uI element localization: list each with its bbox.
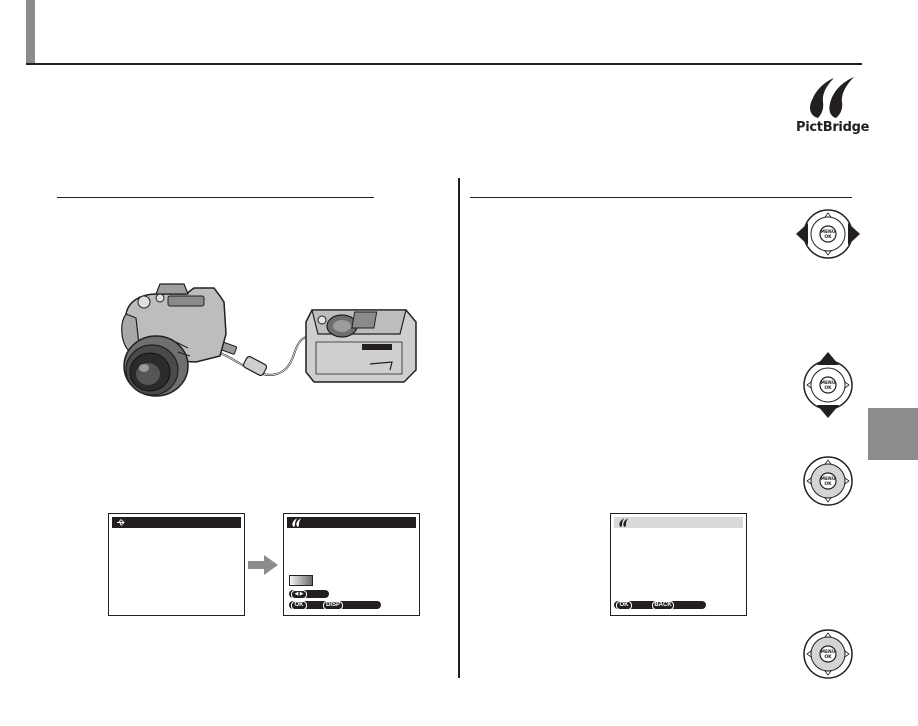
lcd-ok-key: OK: [616, 601, 632, 610]
lcd-titlebar: [614, 517, 743, 528]
pictbridge-wordmark: PictBridge: [796, 120, 870, 135]
pictbridge-logo-icon: [619, 518, 628, 527]
svg-text:MENU: MENU: [821, 380, 836, 386]
svg-text:OK: OK: [824, 385, 832, 391]
lcd-ok-key: OK: [291, 601, 307, 610]
lcd-gradient-swatch: [289, 575, 313, 586]
chapter-tab: [868, 408, 918, 460]
lcd-titlebar: [112, 517, 241, 528]
lcd-usb-screen: [108, 513, 245, 616]
pictbridge-logo-icon: [292, 518, 301, 527]
selector-menu-ok-icon: MENU OK: [803, 456, 853, 506]
header-accent-bar: [26, 0, 35, 64]
right-section-rule: [470, 197, 852, 198]
header-rule: [26, 63, 862, 65]
camera-printer-connection-illustration: [121, 283, 417, 397]
lcd-left-right-key: ◀ ▶: [291, 590, 307, 599]
pictbridge-logo: PictBridge: [796, 72, 870, 140]
column-divider: [458, 178, 460, 678]
lcd-disp-key: DISP: [323, 601, 343, 610]
arrow-right-icon: [248, 555, 278, 575]
svg-text:OK: OK: [824, 481, 832, 487]
lcd-back-key: BACK: [652, 601, 674, 610]
svg-text:MENU: MENU: [821, 229, 836, 235]
pictbridge-logo-icon: [810, 77, 854, 118]
selector-up-down-icon: MENU OK: [803, 352, 853, 418]
lcd-pictbridge-settings-screen: OK BACK: [610, 513, 747, 616]
selector-menu-ok-icon: MENU OK: [803, 629, 853, 679]
svg-text:OK: OK: [824, 654, 832, 660]
svg-text:MENU: MENU: [821, 649, 836, 655]
lcd-titlebar: [287, 517, 416, 528]
selector-left-right-icon: MENU OK: [796, 209, 860, 259]
svg-text:OK: OK: [824, 234, 832, 240]
lcd-hint-bar: [289, 590, 329, 598]
left-section-rule: [57, 197, 374, 198]
lcd-pictbridge-screen: ◀ ▶ OK DISP: [283, 513, 420, 616]
svg-text:MENU: MENU: [821, 476, 836, 482]
usb-icon: [117, 519, 125, 526]
